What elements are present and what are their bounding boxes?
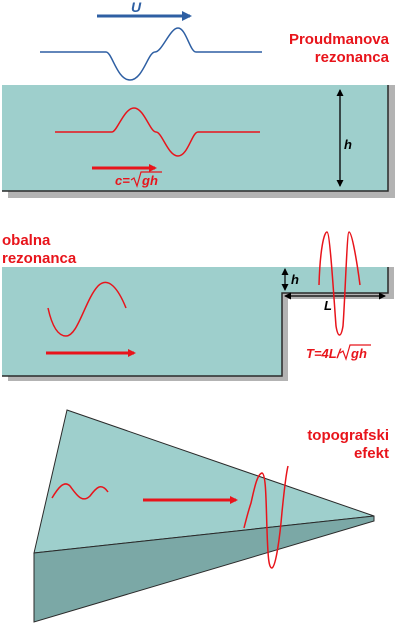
atmospheric-wave xyxy=(40,27,262,81)
basin-walls-2 xyxy=(2,267,389,377)
topographic-title-line1: topografski xyxy=(307,427,389,444)
coastal-title-line2: rezonanca xyxy=(2,250,77,267)
ocean-wave xyxy=(55,107,260,157)
topographic-title-line2: efekt xyxy=(354,445,389,462)
proudman-title-line2: rezonanca xyxy=(315,49,390,66)
proudman-title-line1: Proudmanova xyxy=(289,31,390,48)
funnel-front-face xyxy=(33,515,375,623)
proudman-section: U Proudmanova rezonanca c= gh h xyxy=(2,0,395,198)
shelf-oscillation xyxy=(318,231,361,336)
speed-sqrt-sign xyxy=(130,171,162,188)
topographic-section: topografski efekt xyxy=(33,409,389,623)
wind-label: U xyxy=(131,0,142,15)
incoming-wave xyxy=(51,483,109,500)
basin-water-2 xyxy=(2,267,388,376)
speed-label-radicand: gh xyxy=(141,173,158,188)
basin-wave-2 xyxy=(47,281,127,337)
coastal-title-line1: obalna xyxy=(2,232,51,249)
shelf-length-label: L xyxy=(324,298,332,313)
basin-water xyxy=(2,85,388,191)
speed-label-prefix: c= xyxy=(115,173,130,188)
period-label-radicand: gh xyxy=(350,346,367,361)
period-label-prefix: T=4L/ xyxy=(306,346,342,361)
depth-label: h xyxy=(344,137,352,152)
amplified-wave xyxy=(243,465,289,569)
basin-walls xyxy=(2,85,389,192)
period-sqrt-sign xyxy=(339,344,371,361)
coastal-section: obalna rezonanca h L T=4L/ gh xyxy=(2,231,394,381)
shelf-depth-label: h xyxy=(291,272,299,287)
